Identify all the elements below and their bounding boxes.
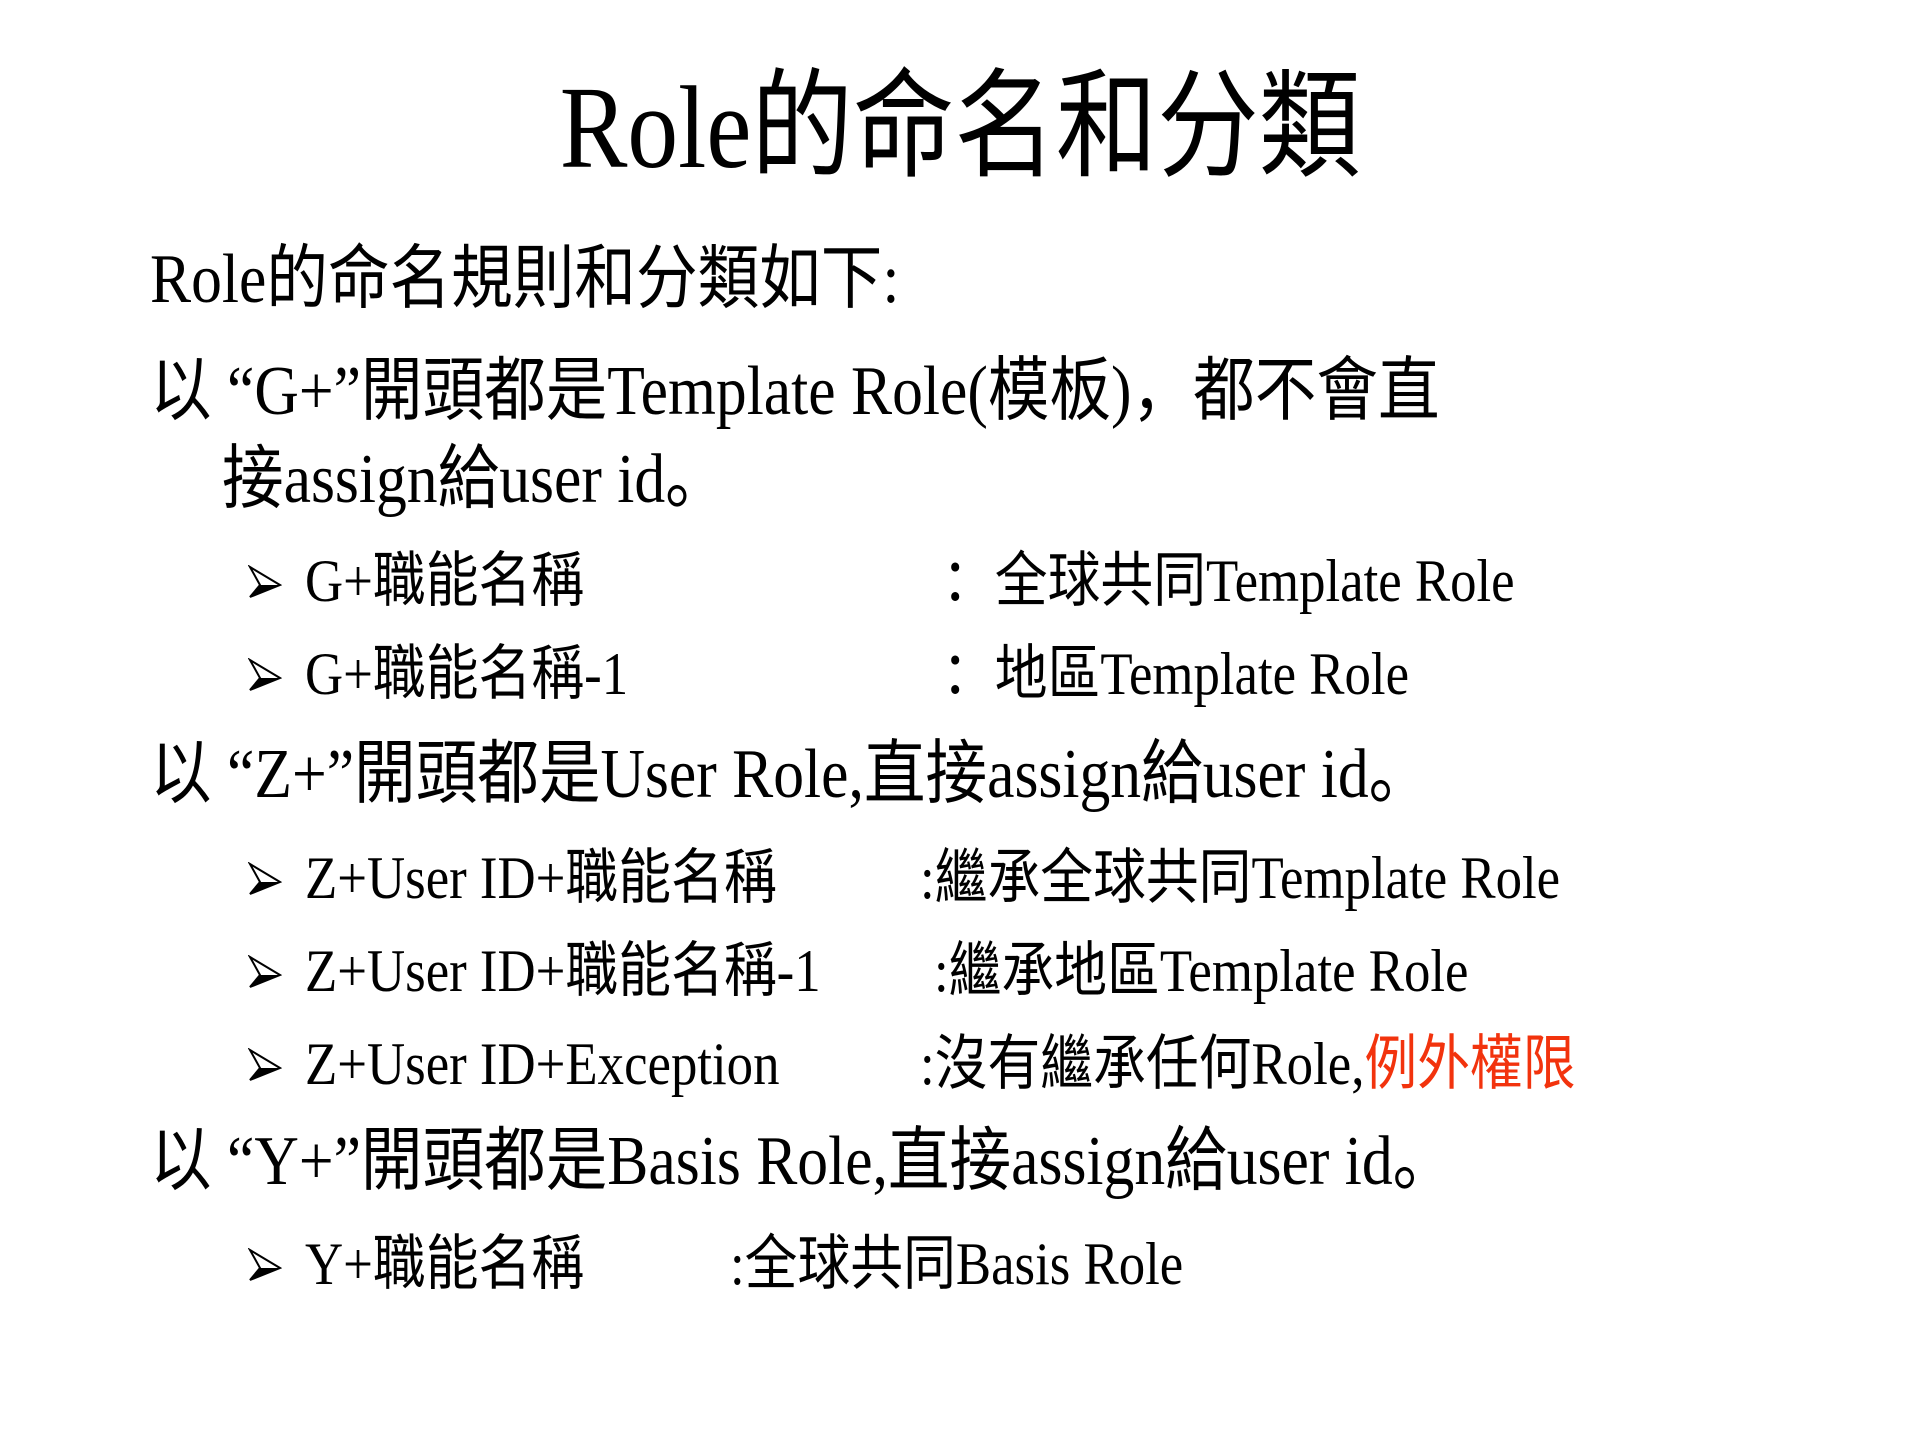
section-y-heading: 以 “Y+”開頭都是Basis Role,直接assign給user id。 <box>150 1123 1455 1200</box>
intro-text: Role的命名規則和分類如下: <box>150 241 900 318</box>
section-g-heading-line2: 接assign給user id。 <box>222 441 727 518</box>
g-item-1-desc: ：全球共同Template Role <box>942 548 1515 614</box>
arrowhead-bullet-icon <box>248 862 282 896</box>
section-g-heading-line1: 以 “G+”開頭都是Template Role(模板)，都不會直 <box>150 353 1440 430</box>
arrowhead-bullet-icon <box>248 565 282 599</box>
z-item-1-desc: :繼承全球共同Template Role <box>920 845 1561 911</box>
g-item-2-name: G+職能名稱-1 <box>305 641 629 707</box>
z-item-3-desc-text: :沒有繼承任何Role, <box>920 1031 1365 1097</box>
z-item-1-name: Z+User ID+職能名稱 <box>305 845 777 911</box>
g-item-1-name: G+職能名稱 <box>305 548 585 614</box>
arrowhead-bullet-icon <box>248 658 282 692</box>
slide-title: Role的命名和分類 <box>559 62 1361 193</box>
section-z-heading: 以 “Z+”開頭都是User Role,直接assign給user id。 <box>150 736 1431 813</box>
arrowhead-bullet-icon <box>248 1248 282 1282</box>
g-item-2-desc: ：地區Template Role <box>942 641 1410 707</box>
y-item-1-desc: :全球共同Basis Role <box>730 1231 1184 1297</box>
arrowhead-bullet-icon <box>248 955 282 989</box>
z-item-3-name: Z+User ID+Exception <box>305 1031 780 1097</box>
exception-highlight: 例外權限 <box>1364 1031 1576 1097</box>
z-item-3-desc: :沒有繼承任何Role,例外權限 <box>920 1029 1576 1099</box>
z-item-2-name: Z+User ID+職能名稱-1 <box>305 938 821 1004</box>
arrowhead-bullet-icon <box>248 1048 282 1082</box>
y-item-1-name: Y+職能名稱 <box>305 1231 585 1297</box>
z-item-2-desc: :繼承地區Template Role <box>934 938 1469 1004</box>
